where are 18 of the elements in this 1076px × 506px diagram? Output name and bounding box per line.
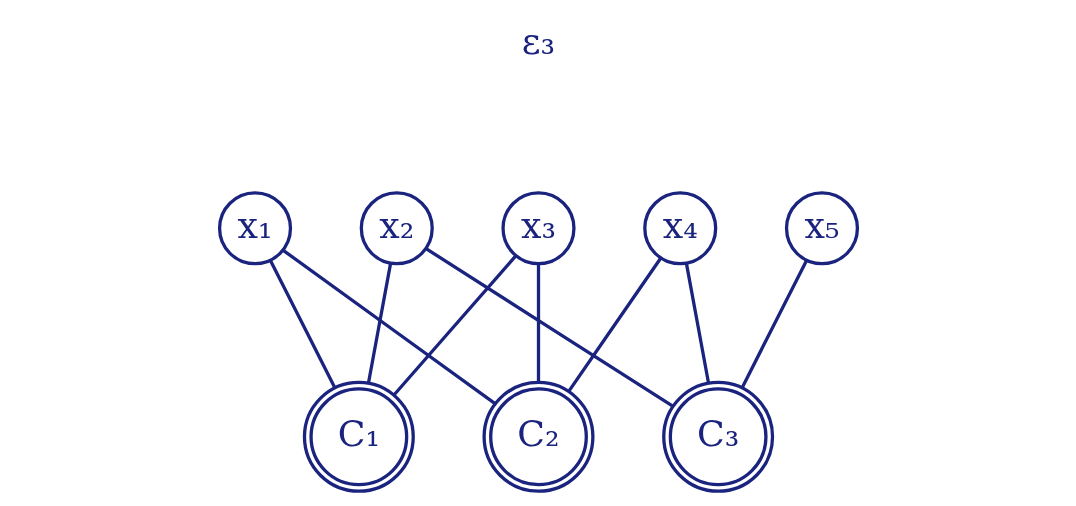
connector bbox=[740, 259, 808, 389]
connector bbox=[281, 249, 496, 405]
node-circle: C₂ bbox=[481, 380, 595, 493]
connector bbox=[536, 263, 540, 382]
label: ε₃ bbox=[521, 19, 555, 63]
connector bbox=[567, 257, 662, 392]
connector bbox=[425, 247, 674, 408]
node-circle: x₅ bbox=[784, 191, 859, 266]
node-circle: x₃ bbox=[500, 191, 576, 266]
node-circle: x₄ bbox=[642, 191, 717, 266]
node-circle: C₃ bbox=[661, 380, 774, 493]
node-circle: C₁ bbox=[302, 380, 415, 493]
connector bbox=[392, 254, 517, 396]
connector bbox=[268, 259, 336, 389]
connector bbox=[366, 263, 392, 383]
node-circle: x₁ bbox=[217, 191, 292, 266]
node-circle: x₂ bbox=[359, 191, 434, 266]
connector bbox=[684, 263, 710, 383]
